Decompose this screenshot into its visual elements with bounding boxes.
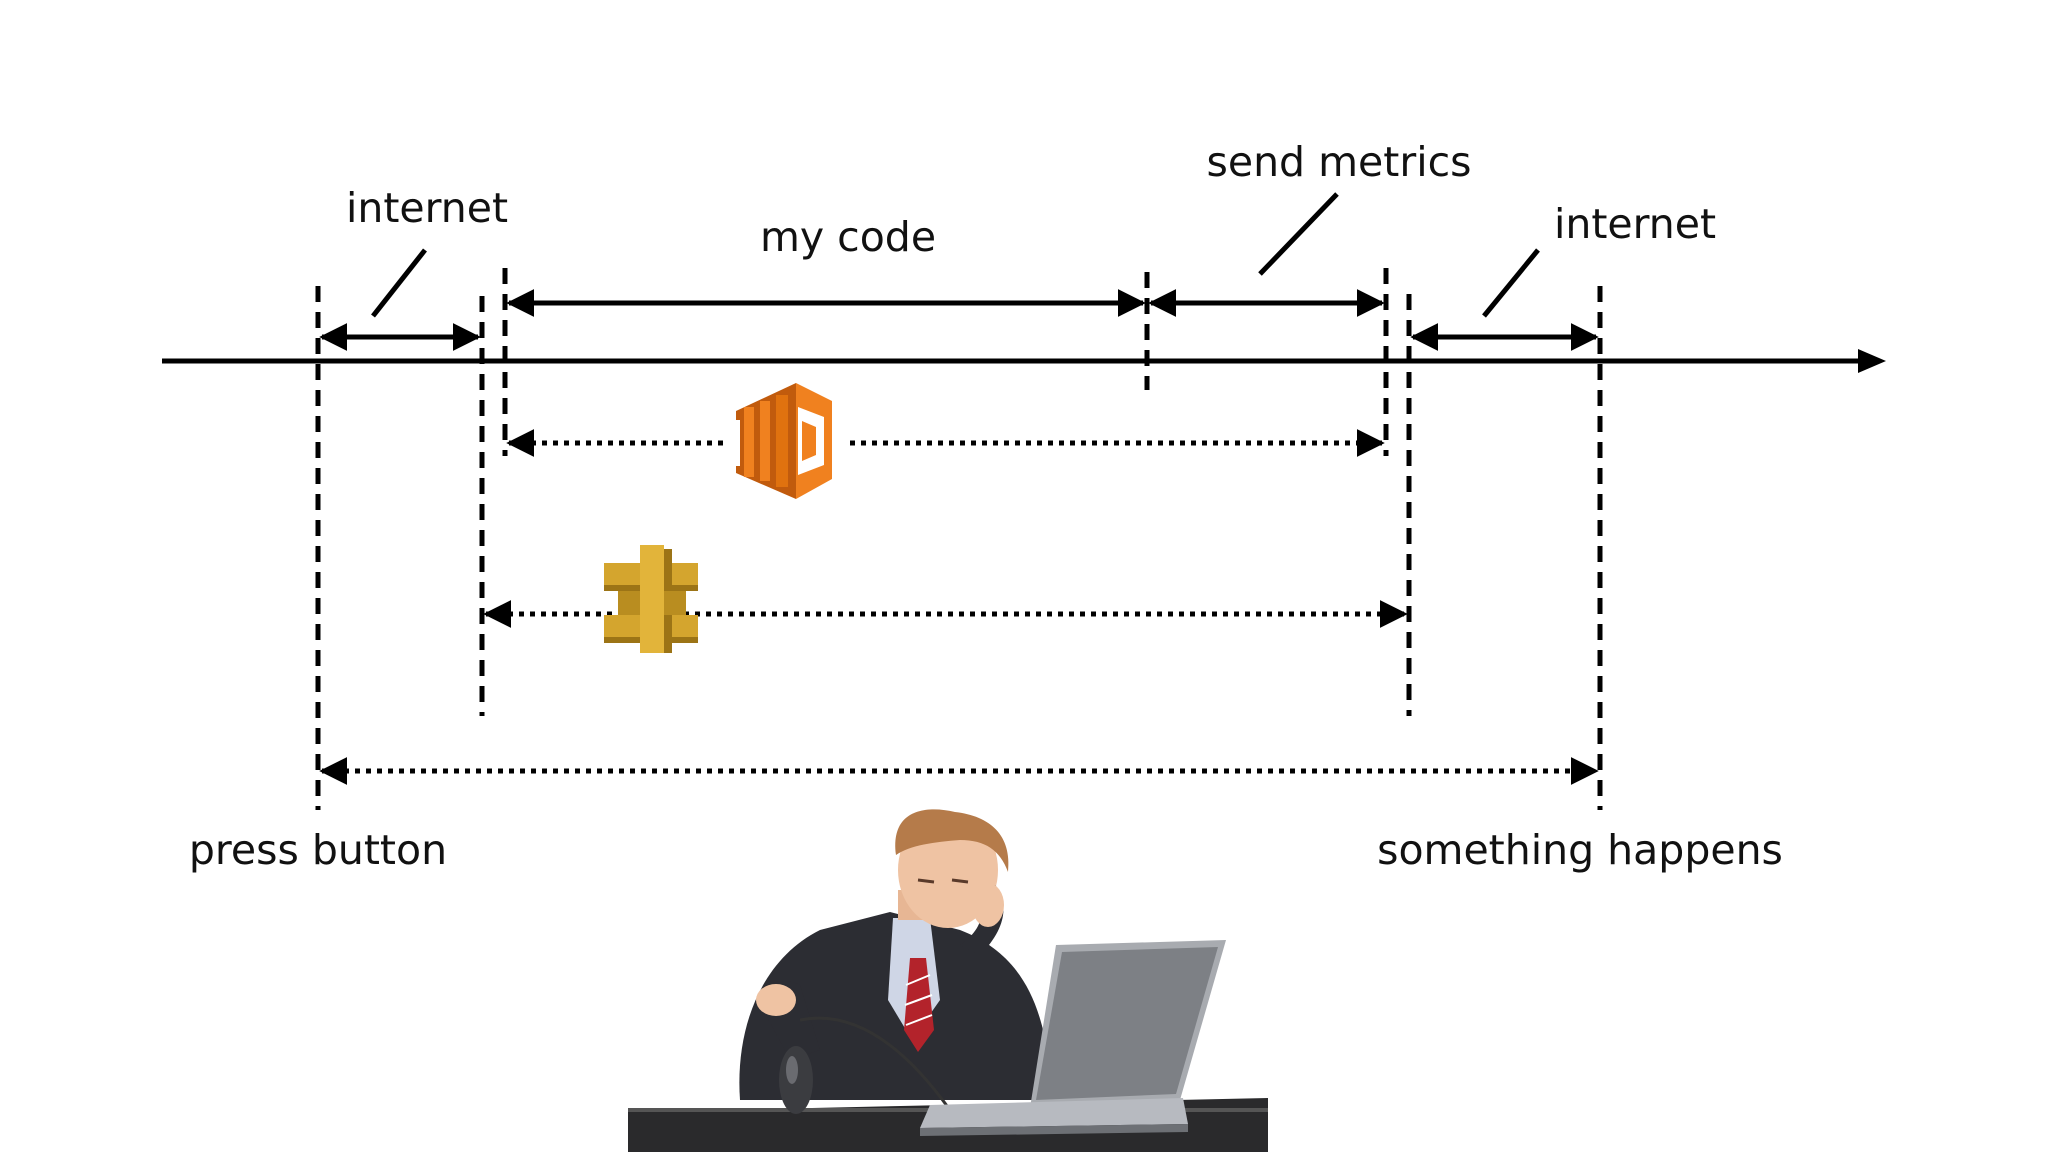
leader-internet-right — [1482, 248, 1540, 318]
label-my-code: my code — [760, 213, 936, 261]
laptop — [920, 940, 1226, 1136]
aws-api-gateway-icon — [604, 545, 698, 653]
man-at-laptop-illustration — [628, 809, 1268, 1152]
timeline-arrowhead — [1858, 349, 1886, 373]
aws-lambda-icon — [736, 383, 832, 499]
label-internet-left: internet — [346, 184, 508, 232]
label-internet-right: internet — [1554, 200, 1716, 248]
label-press-button: press button — [189, 826, 447, 874]
label-something-happens: something happens — [1377, 826, 1783, 874]
label-send-metrics: send metrics — [1206, 138, 1471, 186]
hair — [895, 809, 1009, 872]
leader-internet-left — [371, 248, 427, 318]
leader-send-metrics — [1258, 192, 1339, 276]
